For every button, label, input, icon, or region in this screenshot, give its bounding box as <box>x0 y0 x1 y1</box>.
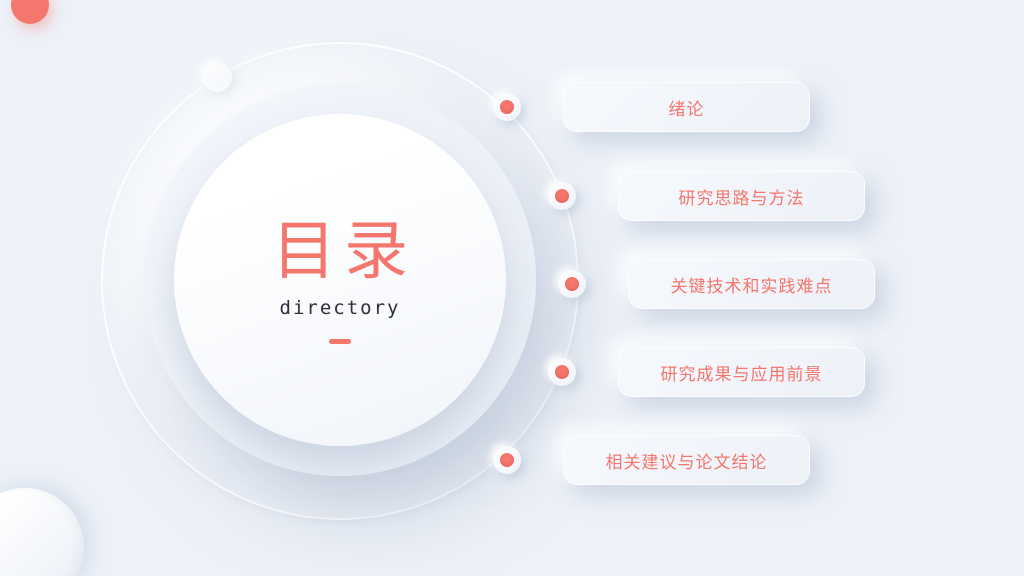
bullet-dot-icon <box>548 182 576 210</box>
orbit-node-dot <box>202 62 232 92</box>
bullet-dot-core <box>500 100 514 114</box>
toc-item-label: 关键技术和实践难点 <box>670 276 833 296</box>
bullet-dot-core <box>555 189 569 203</box>
slide-title: 目录 <box>272 215 416 288</box>
bullet-dot-icon <box>558 270 586 298</box>
toc-item: 研究成果与应用前景 <box>548 347 865 397</box>
toc-item-label: 研究成果与应用前景 <box>660 364 823 384</box>
title-underline-dash <box>329 338 351 344</box>
bullet-dot-icon <box>493 446 521 474</box>
toc-button-introduction[interactable]: 绪论 <box>563 82 810 132</box>
toc-item: 关键技术和实践难点 <box>558 259 875 309</box>
toc-button-methods[interactable]: 研究思路与方法 <box>618 171 865 221</box>
slide-subtitle: directory <box>279 296 401 319</box>
toc-button-conclusion[interactable]: 相关建议与论文结论 <box>563 435 810 485</box>
bullet-dot-icon <box>548 358 576 386</box>
toc-button-key-tech[interactable]: 关键技术和实践难点 <box>628 259 875 309</box>
bullet-dot-core <box>555 365 569 379</box>
bullet-dot-icon <box>493 93 521 121</box>
toc-item-label: 研究思路与方法 <box>678 188 805 208</box>
toc-item: 相关建议与论文结论 <box>493 435 810 485</box>
toc-item: 研究思路与方法 <box>548 171 865 221</box>
title-plate: 目录 directory <box>144 84 536 476</box>
toc-button-results[interactable]: 研究成果与应用前景 <box>618 347 865 397</box>
corner-circle-bottom-left <box>0 488 84 576</box>
toc-item-label: 相关建议与论文结论 <box>605 452 768 472</box>
accent-circle-top-left <box>11 0 49 24</box>
toc-item-label: 绪论 <box>668 99 705 119</box>
title-plate-inner: 目录 directory <box>174 114 506 446</box>
bullet-dot-core <box>565 277 579 291</box>
toc-item: 绪论 <box>493 82 810 132</box>
bullet-dot-core <box>500 453 514 467</box>
